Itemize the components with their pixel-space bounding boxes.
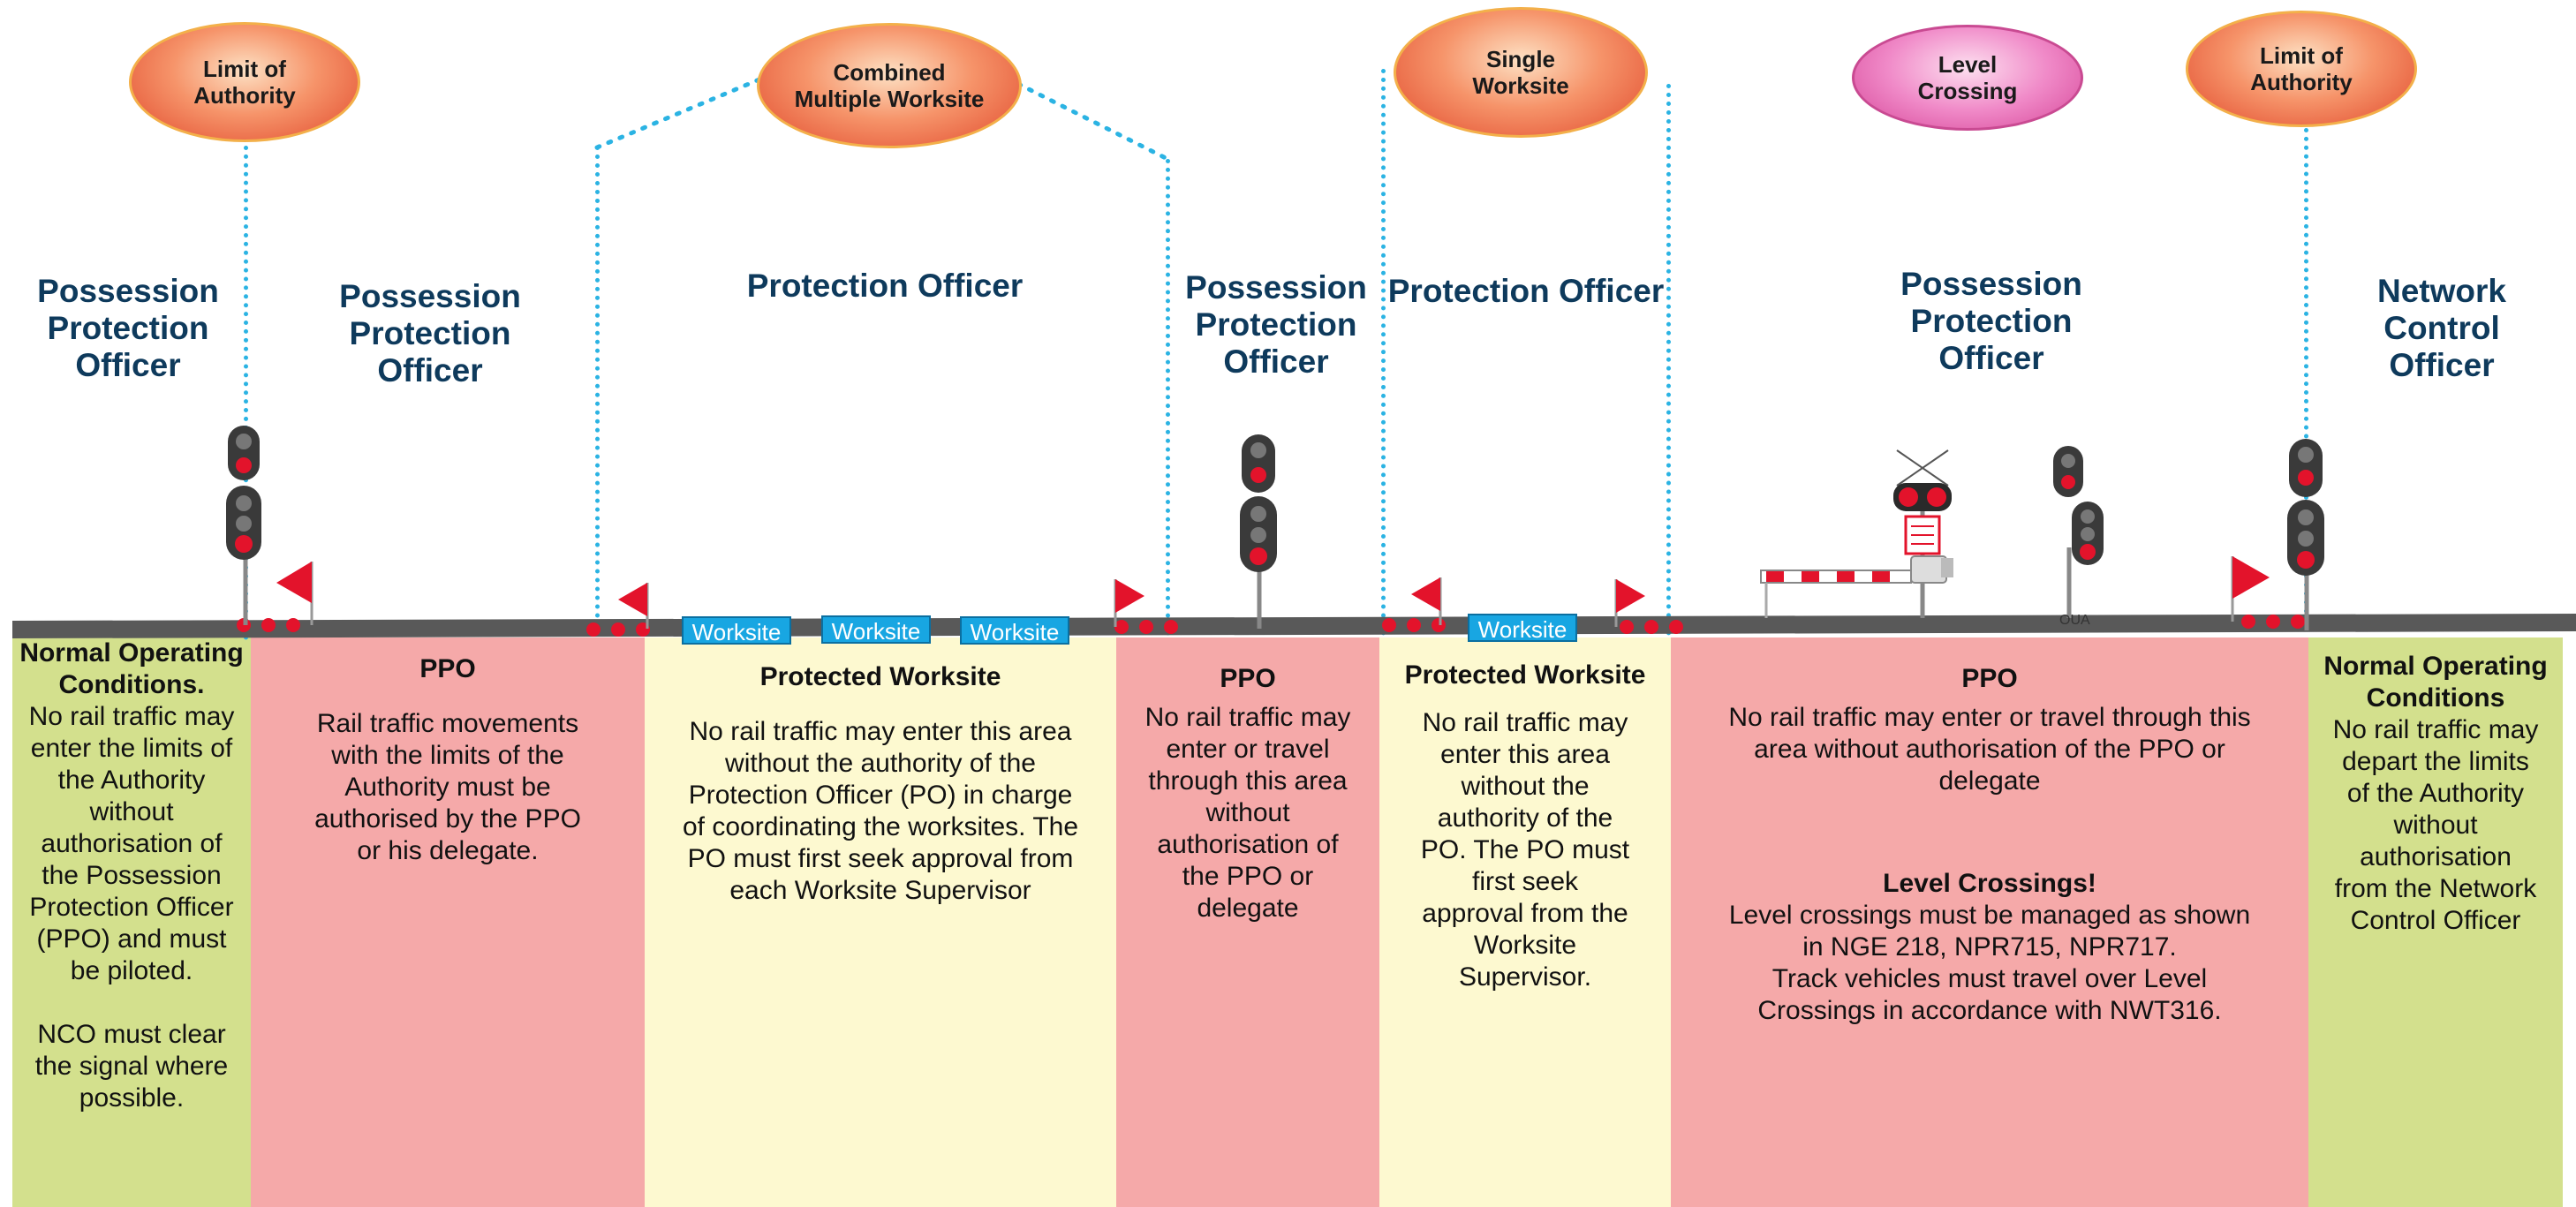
- role-protection-officer: Protection Officer: [746, 268, 1024, 304]
- possession-flag: [276, 562, 314, 625]
- zone-text-ppo-1: PPO Rail traffic movements with the limi…: [251, 653, 645, 867]
- single-worksite-line-right: [1666, 84, 1671, 636]
- combined-multiple-worksite-bubble: Combined Multiple Worksite: [757, 23, 1022, 148]
- zone-body: No rail traffic may enter this area with…: [682, 717, 1079, 905]
- worksite-label: Worksite: [960, 616, 1069, 645]
- zone-body: Rail traffic movements with the limits o…: [314, 709, 581, 865]
- zone-body: No rail traffic may depart the limits of…: [2332, 715, 2539, 935]
- signal-left: [226, 426, 261, 625]
- zone-text-worksite-single: Protected Worksite No rail traffic may e…: [1379, 660, 1671, 993]
- zone-body: No rail traffic may enter or travel thro…: [1728, 703, 2251, 796]
- single-worksite-bubble: Single Worksite: [1394, 7, 1648, 138]
- worksite-flag: [1614, 579, 1645, 627]
- level-crossings-body: Level crossings must be managed as shown…: [1728, 901, 2251, 1025]
- role-possession-protection-officer: Possession Protection Officer: [1185, 269, 1367, 380]
- zone-ppo-2: [1116, 637, 1379, 1207]
- role-possession-protection-officer: Possession Protection Officer: [1900, 266, 2082, 376]
- zone-heading: PPO: [1961, 664, 2018, 693]
- level-crossings-heading: Level Crossings!: [1883, 869, 2096, 898]
- zone-text-worksite-combined: Protected Worksite No rail traffic may e…: [653, 661, 1107, 907]
- zone-heading: Normal Operating Conditions: [2323, 652, 2548, 713]
- limit-of-authority-bubble-right: Limit of Authority: [2186, 11, 2417, 127]
- role-network-control-officer: Network Control Officer: [2377, 273, 2506, 383]
- zone-text-normal-right: Normal Operating Conditions No rail traf…: [2308, 651, 2563, 937]
- zone-heading: PPO: [419, 654, 476, 683]
- worksite-flag: [1114, 579, 1144, 627]
- signal-middle: [1240, 434, 1277, 629]
- limit-line-right: [2304, 128, 2308, 622]
- single-worksite-line-left: [1381, 69, 1386, 636]
- role-possession-protection-officer: Possession Protection Officer: [339, 278, 521, 389]
- combined-worksite-line-left: [595, 146, 600, 636]
- signal-plate-label: OUA: [2059, 613, 2090, 628]
- possession-flag: [2231, 556, 2270, 622]
- zone-ppo-1: [251, 637, 645, 1207]
- rail-track: [12, 614, 2576, 638]
- zone-text-ppo-2: PPO No rail traffic may enter or travel …: [1116, 663, 1379, 924]
- zone-heading: Protected Worksite: [759, 662, 1001, 691]
- limit-line-left: [244, 146, 248, 640]
- zone-normal-right: [2308, 637, 2563, 1207]
- zone-heading: Normal Operating Conditions.: [19, 638, 244, 699]
- role-protection-officer: Protection Officer: [1387, 273, 1665, 309]
- zone-text-ppo-3: PPO No rail traffic may enter or travel …: [1671, 663, 2308, 1027]
- level-crossing-bubble: Level Crossing: [1852, 25, 2083, 131]
- worksite-flag: [618, 583, 649, 629]
- zone-body: No rail traffic may enter or travel thro…: [1144, 703, 1351, 923]
- worksite-label: Worksite: [1468, 614, 1577, 643]
- limit-of-authority-bubble-left: Limit of Authority: [129, 22, 360, 142]
- zone-text-normal-left: Normal Operating Conditions. No rail tra…: [12, 637, 251, 1114]
- zone-worksite-single: [1379, 637, 1671, 1207]
- worksite-label: Worksite: [821, 615, 931, 645]
- role-possession-protection-officer: Possession Protection Officer: [37, 273, 219, 383]
- zone-normal-left: [12, 637, 251, 1207]
- signal-right: [2287, 439, 2324, 630]
- combined-worksite-line-right: [1166, 159, 1170, 636]
- worksite-flag: [1411, 577, 1442, 625]
- zone-body: No rail traffic may enter the limits of …: [28, 702, 235, 1113]
- zone-heading: PPO: [1220, 664, 1276, 693]
- zone-ppo-3: [1671, 637, 2308, 1207]
- signal-level-crossing: [2053, 446, 2104, 618]
- worksite-label: Worksite: [682, 616, 791, 645]
- zone-body: No rail traffic may enter this area with…: [1420, 708, 1630, 992]
- zone-heading: Protected Worksite: [1404, 660, 1646, 690]
- level-crossing-equipment: [1760, 446, 1953, 618]
- zone-worksite-combined: [645, 637, 1116, 1207]
